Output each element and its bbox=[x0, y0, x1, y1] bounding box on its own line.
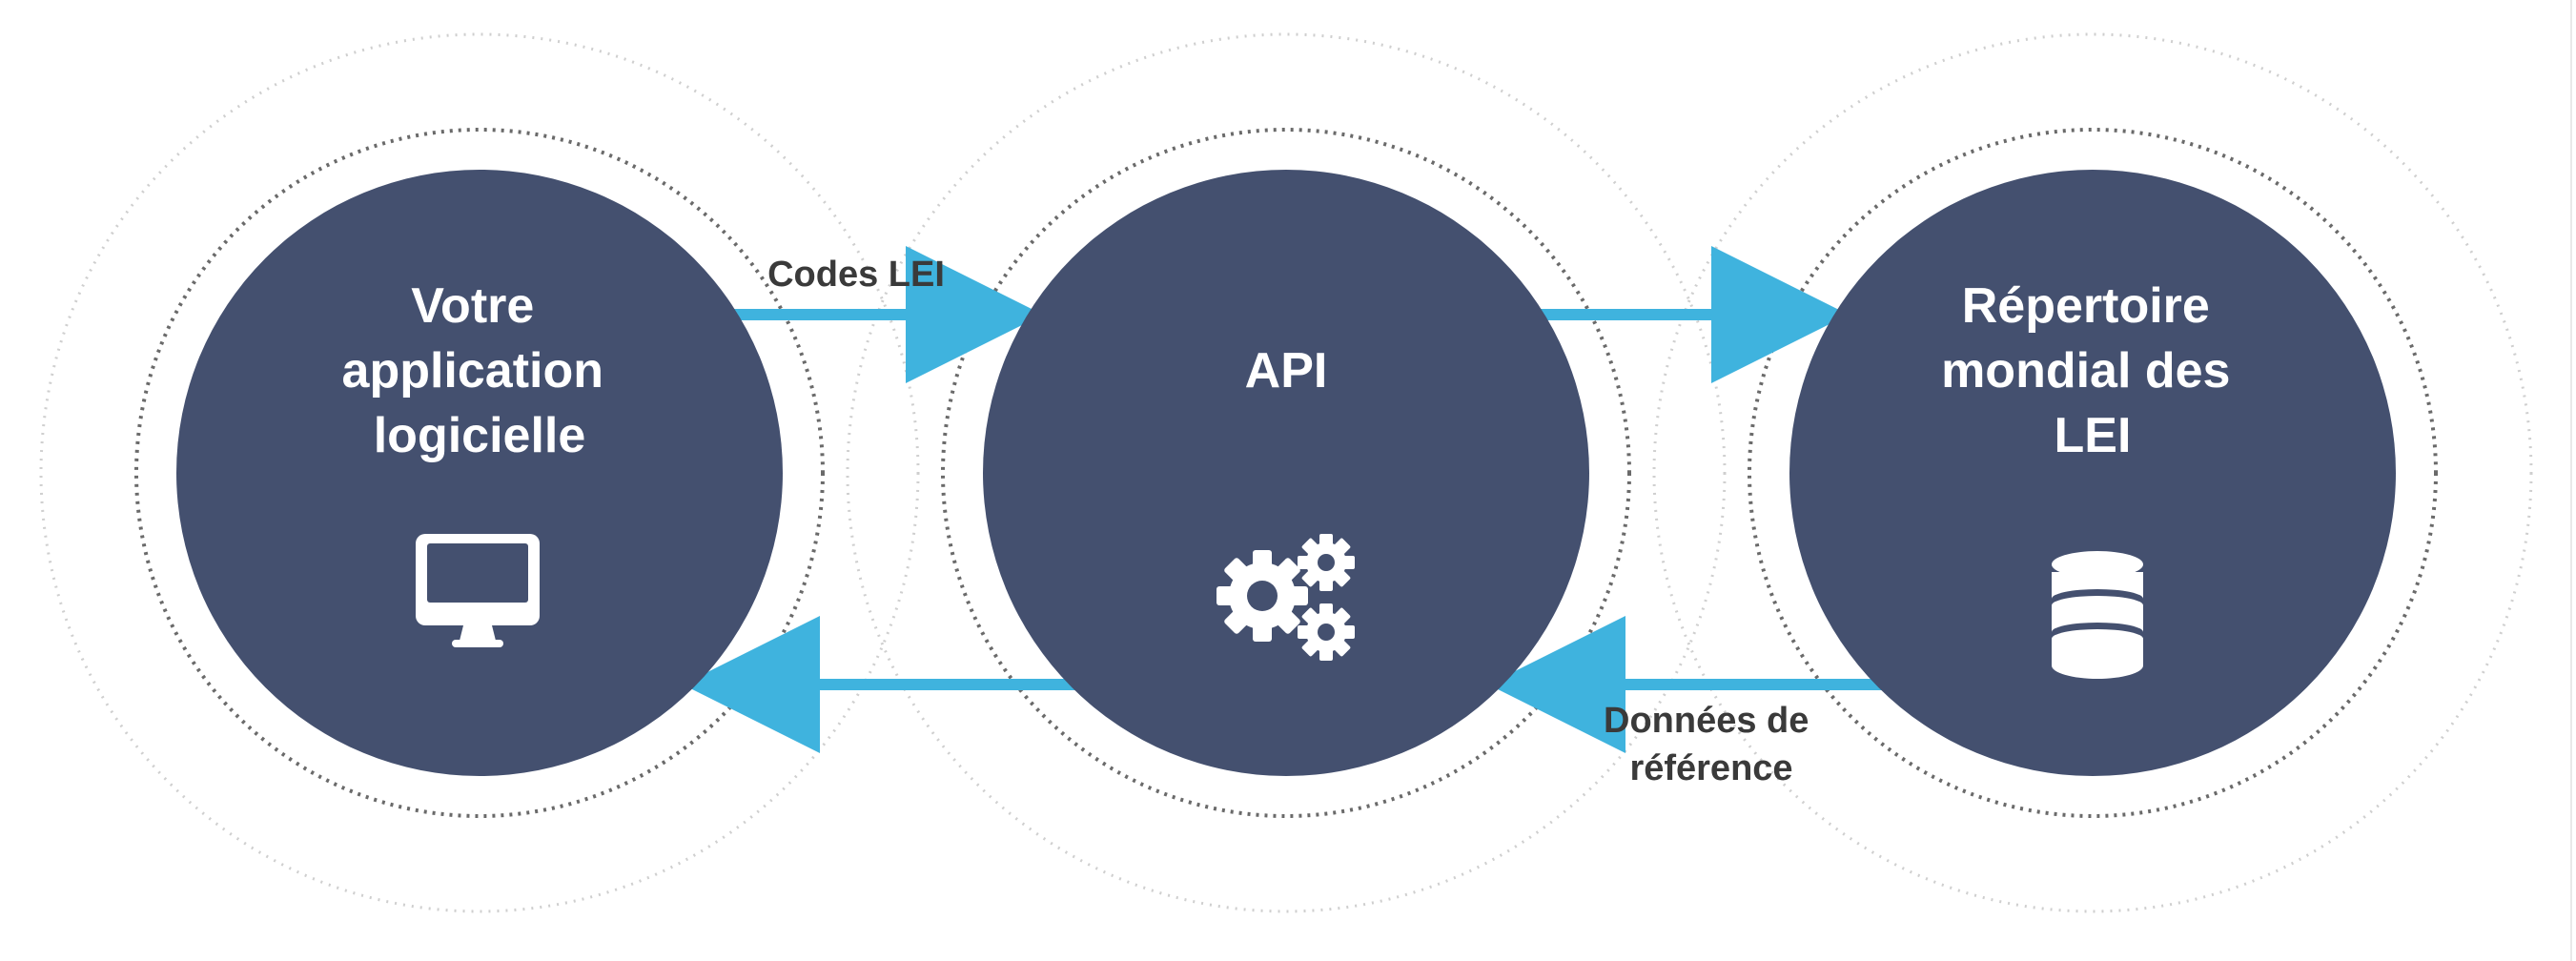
node-api-title: API bbox=[1245, 343, 1328, 399]
node-api-title-line-1: API bbox=[1245, 343, 1328, 399]
node-software-circle bbox=[176, 170, 783, 776]
inner-rings bbox=[134, 128, 2438, 818]
edge-label-donnees-reference-line-2: référence bbox=[1629, 748, 1792, 788]
node-software-title: Votre application logicielle bbox=[342, 278, 618, 463]
page-edge bbox=[2570, 0, 2572, 961]
node-software-title-line-2: application bbox=[342, 343, 603, 399]
outer-ring-repository bbox=[1652, 32, 2533, 913]
node-repository-title-line-1: Répertoire bbox=[1962, 278, 2210, 334]
outer-ring-api bbox=[846, 32, 1727, 913]
inner-ring-repository bbox=[1748, 128, 2438, 818]
nodes bbox=[176, 170, 2396, 776]
node-software-title-line-3: logicielle bbox=[374, 408, 586, 463]
gears-icon bbox=[1216, 534, 1355, 661]
inner-ring-software bbox=[134, 128, 825, 818]
edge-label-codes-lei: Codes LEI bbox=[767, 255, 945, 295]
outer-ring-software bbox=[39, 32, 920, 913]
node-repository-circle bbox=[1789, 170, 2396, 776]
edge-label-donnees-reference: Données de référence bbox=[1604, 701, 1819, 788]
node-repository-title: Répertoire mondial des LEI bbox=[1941, 278, 2244, 463]
arrows bbox=[683, 246, 1892, 753]
node-repository-title-line-2: mondial des bbox=[1941, 343, 2230, 399]
inner-ring-api bbox=[941, 128, 1631, 818]
outer-rings bbox=[39, 32, 2533, 913]
database-icon bbox=[2052, 551, 2143, 679]
monitor-icon bbox=[416, 534, 540, 647]
node-api-circle bbox=[983, 170, 1589, 776]
node-software-title-line-1: Votre bbox=[411, 278, 534, 334]
node-repository-title-line-3: LEI bbox=[2055, 408, 2132, 463]
edge-label-donnees-reference-line-1: Données de bbox=[1604, 701, 1809, 741]
